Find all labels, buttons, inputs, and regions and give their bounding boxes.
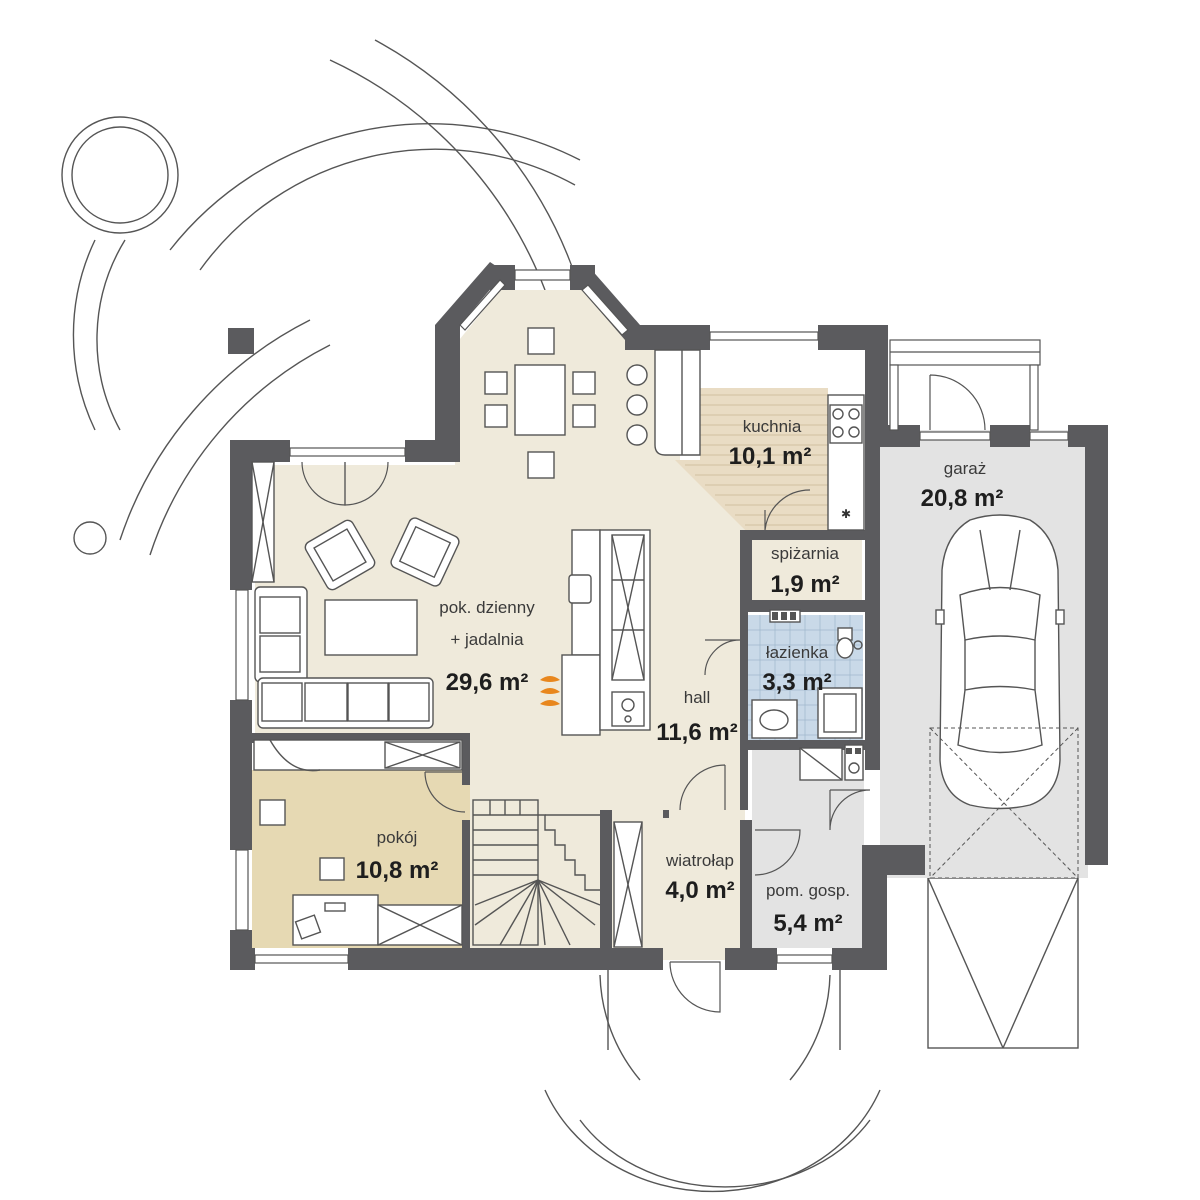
windows [235, 269, 1069, 964]
armchair-left [304, 519, 376, 591]
kitchen-stripes [685, 394, 828, 526]
label-hall: hall [684, 688, 710, 707]
coffee-table [324, 599, 418, 656]
car-icon [935, 514, 1065, 810]
pom-gosp-floor [752, 750, 864, 948]
label-pokoj: pokój [377, 828, 418, 847]
living-floor [255, 290, 745, 948]
area-hall: 11,6 m² [656, 719, 737, 746]
utility-appliances [799, 744, 864, 781]
dining-table [514, 364, 566, 436]
bathroom-fixtures [751, 627, 863, 739]
label-wiatrolap: wiatrołap [665, 851, 734, 870]
walls [230, 262, 1108, 970]
sofa-left [254, 586, 308, 683]
doors [301, 339, 1041, 1013]
area-wiatrolap: 4,0 m² [665, 877, 734, 904]
snowflake-icon: ✱ [841, 507, 851, 521]
garage-door-track [929, 727, 1079, 879]
living-furniture [251, 327, 701, 736]
area-living: 29,6 m² [446, 669, 529, 696]
area-pokoj: 10,8 m² [356, 857, 439, 884]
room-labels: kuchnia 10,1 m² garaż 20,8 m² spiżarnia … [356, 417, 1004, 937]
label-living-line2: + jadalnia [450, 630, 524, 649]
fire-icon [540, 676, 560, 706]
area-spizarnia: 1,9 m² [770, 571, 839, 598]
garden-paths [61, 39, 1079, 1193]
pantry-shelf [769, 609, 801, 623]
label-lazienka: łazienka [766, 643, 829, 662]
spizarnia-floor [752, 535, 862, 605]
area-garaz: 20,8 m² [921, 485, 1004, 512]
sink [751, 699, 798, 739]
label-pom-gosp: pom. gosp. [766, 881, 850, 900]
area-kuchnia: 10,1 m² [729, 443, 812, 470]
area-pom-gosp: 5,4 m² [773, 910, 842, 937]
label-living-line1: pok. dzienny [439, 598, 535, 617]
garden-post [228, 328, 254, 354]
kitchen-appliances: ✱ [827, 394, 865, 531]
label-spizarnia: spiżarnia [771, 544, 840, 563]
stairs [472, 799, 601, 946]
wiatrolap-wardrobe [613, 821, 643, 948]
area-lazienka: 3,3 m² [762, 669, 831, 696]
armchair-right [390, 517, 460, 587]
label-kuchnia: kuchnia [743, 417, 802, 436]
pokoj-furniture [253, 739, 463, 946]
shower [817, 687, 863, 739]
label-garaz: garaż [944, 459, 987, 478]
